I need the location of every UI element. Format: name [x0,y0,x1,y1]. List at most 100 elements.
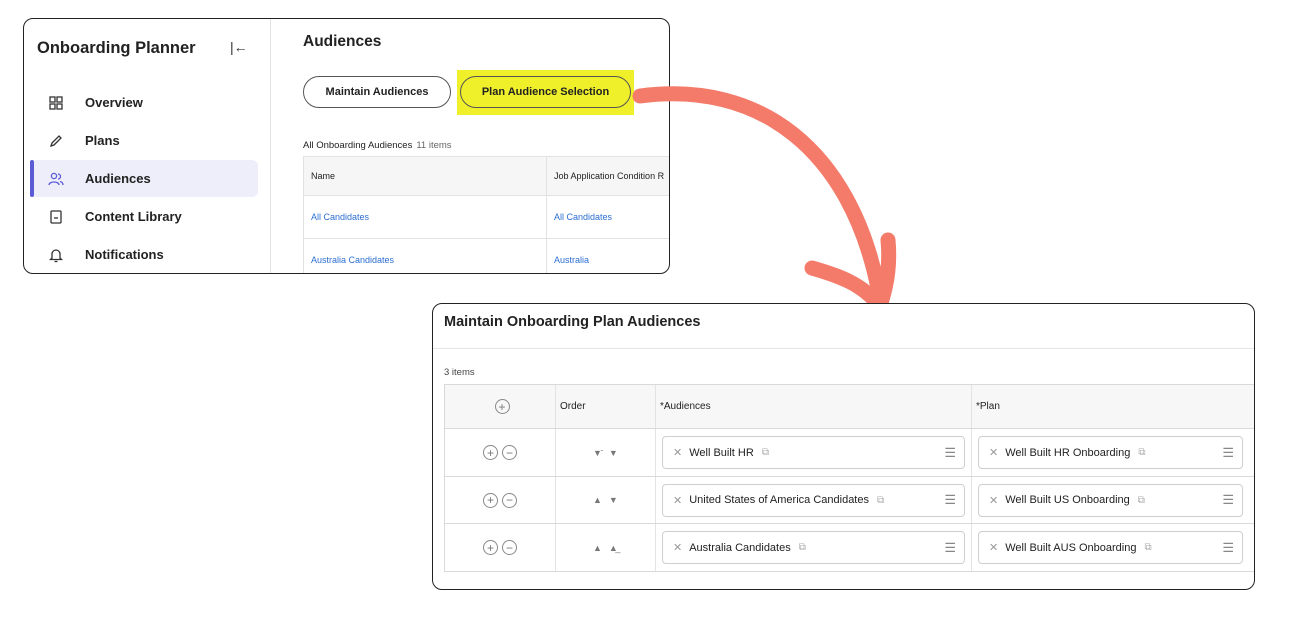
list-icon[interactable]: ☰ [944,444,956,460]
condition-link[interactable]: Australia [554,255,590,265]
audience-name-link[interactable]: Australia Candidates [304,239,547,273]
sidebar-item-label: Overview [85,95,143,110]
plan-value[interactable]: Well Built US Onboarding [1005,494,1130,506]
row-actions: +− [445,524,556,571]
column-header-order: Order [556,385,656,428]
sidebar-item-label: Plans [85,133,120,148]
bell-icon [31,247,81,263]
plan-cell: ✕ Well Built HR Onboarding ⧉ ☰ [972,429,1254,476]
collapse-sidebar-icon[interactable]: |← [230,39,248,55]
column-header-plan: *Plan [972,385,1254,428]
grid-icon [31,95,81,110]
external-link-icon[interactable]: ⧉ [1138,447,1146,458]
order-controls: ▼̄ ▼ [556,429,656,476]
active-indicator [30,160,34,197]
audience-cell: ✕ Well Built HR ⧉ ☰ [656,429,972,476]
sidebar-item-notifications[interactable]: Notifications [31,236,258,273]
move-to-top-icon[interactable]: ▼̄ [593,447,602,458]
remove-icon[interactable]: ✕ [673,542,683,554]
audiences-main: Audiences Maintain Audiences Plan Audien… [271,19,669,273]
list-icon[interactable]: ☰ [944,492,956,507]
sidebar-item-label: Notifications [85,247,164,262]
plan-cell: ✕ Well Built AUS Onboarding ⧉ ☰ [972,524,1254,571]
table-row: All Candidates All Candidates [303,196,669,239]
external-link-icon[interactable]: ⧉ [798,542,806,553]
plan-audience-selection-button[interactable]: Plan Audience Selection [460,76,631,108]
move-up-icon[interactable]: ▲ [593,542,602,553]
remove-row-icon[interactable]: − [502,540,517,555]
remove-row-icon[interactable]: − [502,445,517,460]
move-up-icon[interactable]: ▲ [593,495,602,505]
table-caption-text: All Onboarding Audiences [303,140,413,151]
table-row: +− ▼̄ ▼ ✕ Well Built HR ⧉ ☰ ✕ Wel [445,429,1254,477]
audience-value[interactable]: Australia Candidates [689,541,791,554]
row-actions: +− [445,429,556,476]
table-row: Australia Candidates Australia [303,239,669,273]
condition-link[interactable]: All Candidates [554,212,613,222]
plan-field[interactable]: ✕ Well Built US Onboarding ⧉ ☰ [978,483,1243,517]
sidebar-item-overview[interactable]: Overview [31,84,258,121]
plan-field[interactable]: ✕ Well Built HR Onboarding ⧉ ☰ [978,436,1243,469]
plan-cell: ✕ Well Built US Onboarding ⧉ ☰ [972,477,1254,523]
remove-icon[interactable]: ✕ [989,542,999,554]
item-count: 3 items [444,367,475,378]
remove-icon[interactable]: ✕ [989,447,999,459]
list-icon[interactable]: ☰ [944,539,956,555]
add-row-icon[interactable]: + [483,445,498,460]
list-icon[interactable]: ☰ [1222,492,1234,507]
list-icon[interactable]: ☰ [1222,444,1234,460]
sidebar-item-label: Audiences [85,171,151,186]
add-row-icon[interactable]: + [483,492,498,508]
sidebar-item-audiences[interactable]: Audiences [30,160,258,197]
remove-icon[interactable]: ✕ [673,494,683,507]
move-down-icon[interactable]: ▼ [608,495,618,505]
plan-value[interactable]: Well Built HR Onboarding [1005,446,1131,459]
sidebar: Onboarding Planner |← Overview Plans Aud… [24,19,271,273]
audience-cell: ✕ Australia Candidates ⧉ ☰ [656,524,972,571]
pencil-icon [31,134,81,148]
maintain-audiences-button[interactable]: Maintain Audiences [303,76,451,108]
list-icon[interactable]: ☰ [1222,539,1234,555]
dialog-title: Maintain Onboarding Plan Audiences [444,314,701,330]
page-title: Audiences [303,33,382,50]
audiences-window: Onboarding Planner |← Overview Plans Aud… [23,18,670,274]
table-header-row: Name Job Application Condition R [303,156,669,196]
sidebar-item-content-library[interactable]: Content Library [31,198,258,235]
external-link-icon[interactable]: ⧉ [876,494,885,506]
audience-field[interactable]: ✕ United States of America Candidates ⧉ … [662,483,965,517]
plan-field[interactable]: ✕ Well Built AUS Onboarding ⧉ ☰ [978,531,1243,564]
move-down-icon[interactable]: ▼ [608,447,618,458]
sidebar-item-plans[interactable]: Plans [31,122,258,159]
audience-value[interactable]: United States of America Candidates [689,494,869,506]
remove-icon[interactable]: ✕ [989,494,999,507]
table-row: +− ▲ ▲̲ ✕ Australia Candidates ⧉ ☰ ✕ [445,524,1254,572]
table-row: +− ▲ ▼ ✕ United States of America Candid… [445,477,1254,524]
add-row-icon[interactable]: + [494,399,510,414]
add-row-icon[interactable]: + [483,540,498,555]
external-link-icon[interactable]: ⧉ [1144,542,1152,553]
row-actions: +− [445,477,556,523]
order-controls: ▲ ▲̲ [556,524,656,571]
audience-field[interactable]: ✕ Australia Candidates ⧉ ☰ [662,531,965,564]
external-link-icon[interactable]: ⧉ [1137,494,1145,506]
app-title: Onboarding Planner [37,39,196,57]
external-link-icon[interactable]: ⧉ [761,447,769,458]
item-count: 11 items [416,140,452,151]
audience-cell: ✕ United States of America Candidates ⧉ … [656,477,972,523]
audience-name-link[interactable]: All Candidates [304,196,547,238]
audience-value[interactable]: Well Built HR [689,446,754,459]
people-icon [31,172,81,186]
column-header-condition[interactable]: Job Application Condition R [554,171,665,181]
order-controls: ▲ ▼ [556,477,656,523]
maintain-plan-audiences-window: Maintain Onboarding Plan Audiences 3 ite… [432,303,1255,590]
divider [433,348,1254,349]
remove-row-icon[interactable]: − [502,492,517,508]
plan-audiences-grid: + Order *Audiences *Plan +− ▼̄ ▼ ✕ Well … [444,384,1254,572]
add-row-header-cell: + [445,385,556,428]
audience-field[interactable]: ✕ Well Built HR ⧉ ☰ [662,436,965,469]
column-header-name[interactable]: Name [304,157,547,195]
plan-value[interactable]: Well Built AUS Onboarding [1005,541,1137,554]
remove-icon[interactable]: ✕ [673,447,683,459]
move-to-bottom-icon[interactable]: ▲̲ [608,542,618,553]
